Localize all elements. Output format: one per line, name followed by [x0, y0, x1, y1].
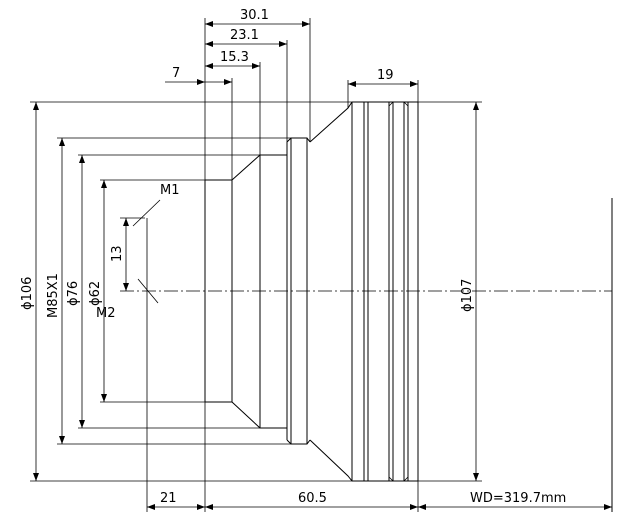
bottom-dimensions: 21 60.5 WD=319.7mm [147, 402, 612, 512]
left-dimensions: ϕ106 M85X1 ϕ76 ϕ62 13 [20, 101, 352, 482]
marker-m1: M1 [160, 183, 180, 198]
dim-7: 7 [172, 66, 180, 81]
dim-21: 21 [160, 491, 177, 506]
dim-wd: WD=319.7mm [470, 491, 566, 506]
dim-dia-76: ϕ76 [66, 281, 81, 306]
dim-dia-106: ϕ106 [20, 277, 35, 310]
marker-m2: M2 [96, 306, 116, 321]
dim-m85x1: M85X1 [46, 273, 61, 318]
right-dimension: ϕ107 [418, 101, 482, 482]
lens-outline [204, 101, 419, 482]
dim-dia-62: ϕ62 [88, 281, 103, 306]
top-dimensions: 30.1 23.1 15.3 7 19 [165, 8, 419, 180]
dim-15-3: 15.3 [220, 50, 249, 65]
dim-60-5: 60.5 [298, 491, 327, 506]
dim-dia-107: ϕ107 [460, 279, 475, 312]
dim-23-1: 23.1 [230, 28, 259, 43]
markers: M1 M2 [96, 183, 180, 512]
dim-19: 19 [377, 68, 394, 83]
dim-13: 13 [110, 245, 125, 262]
dim-30-1: 30.1 [240, 8, 269, 23]
